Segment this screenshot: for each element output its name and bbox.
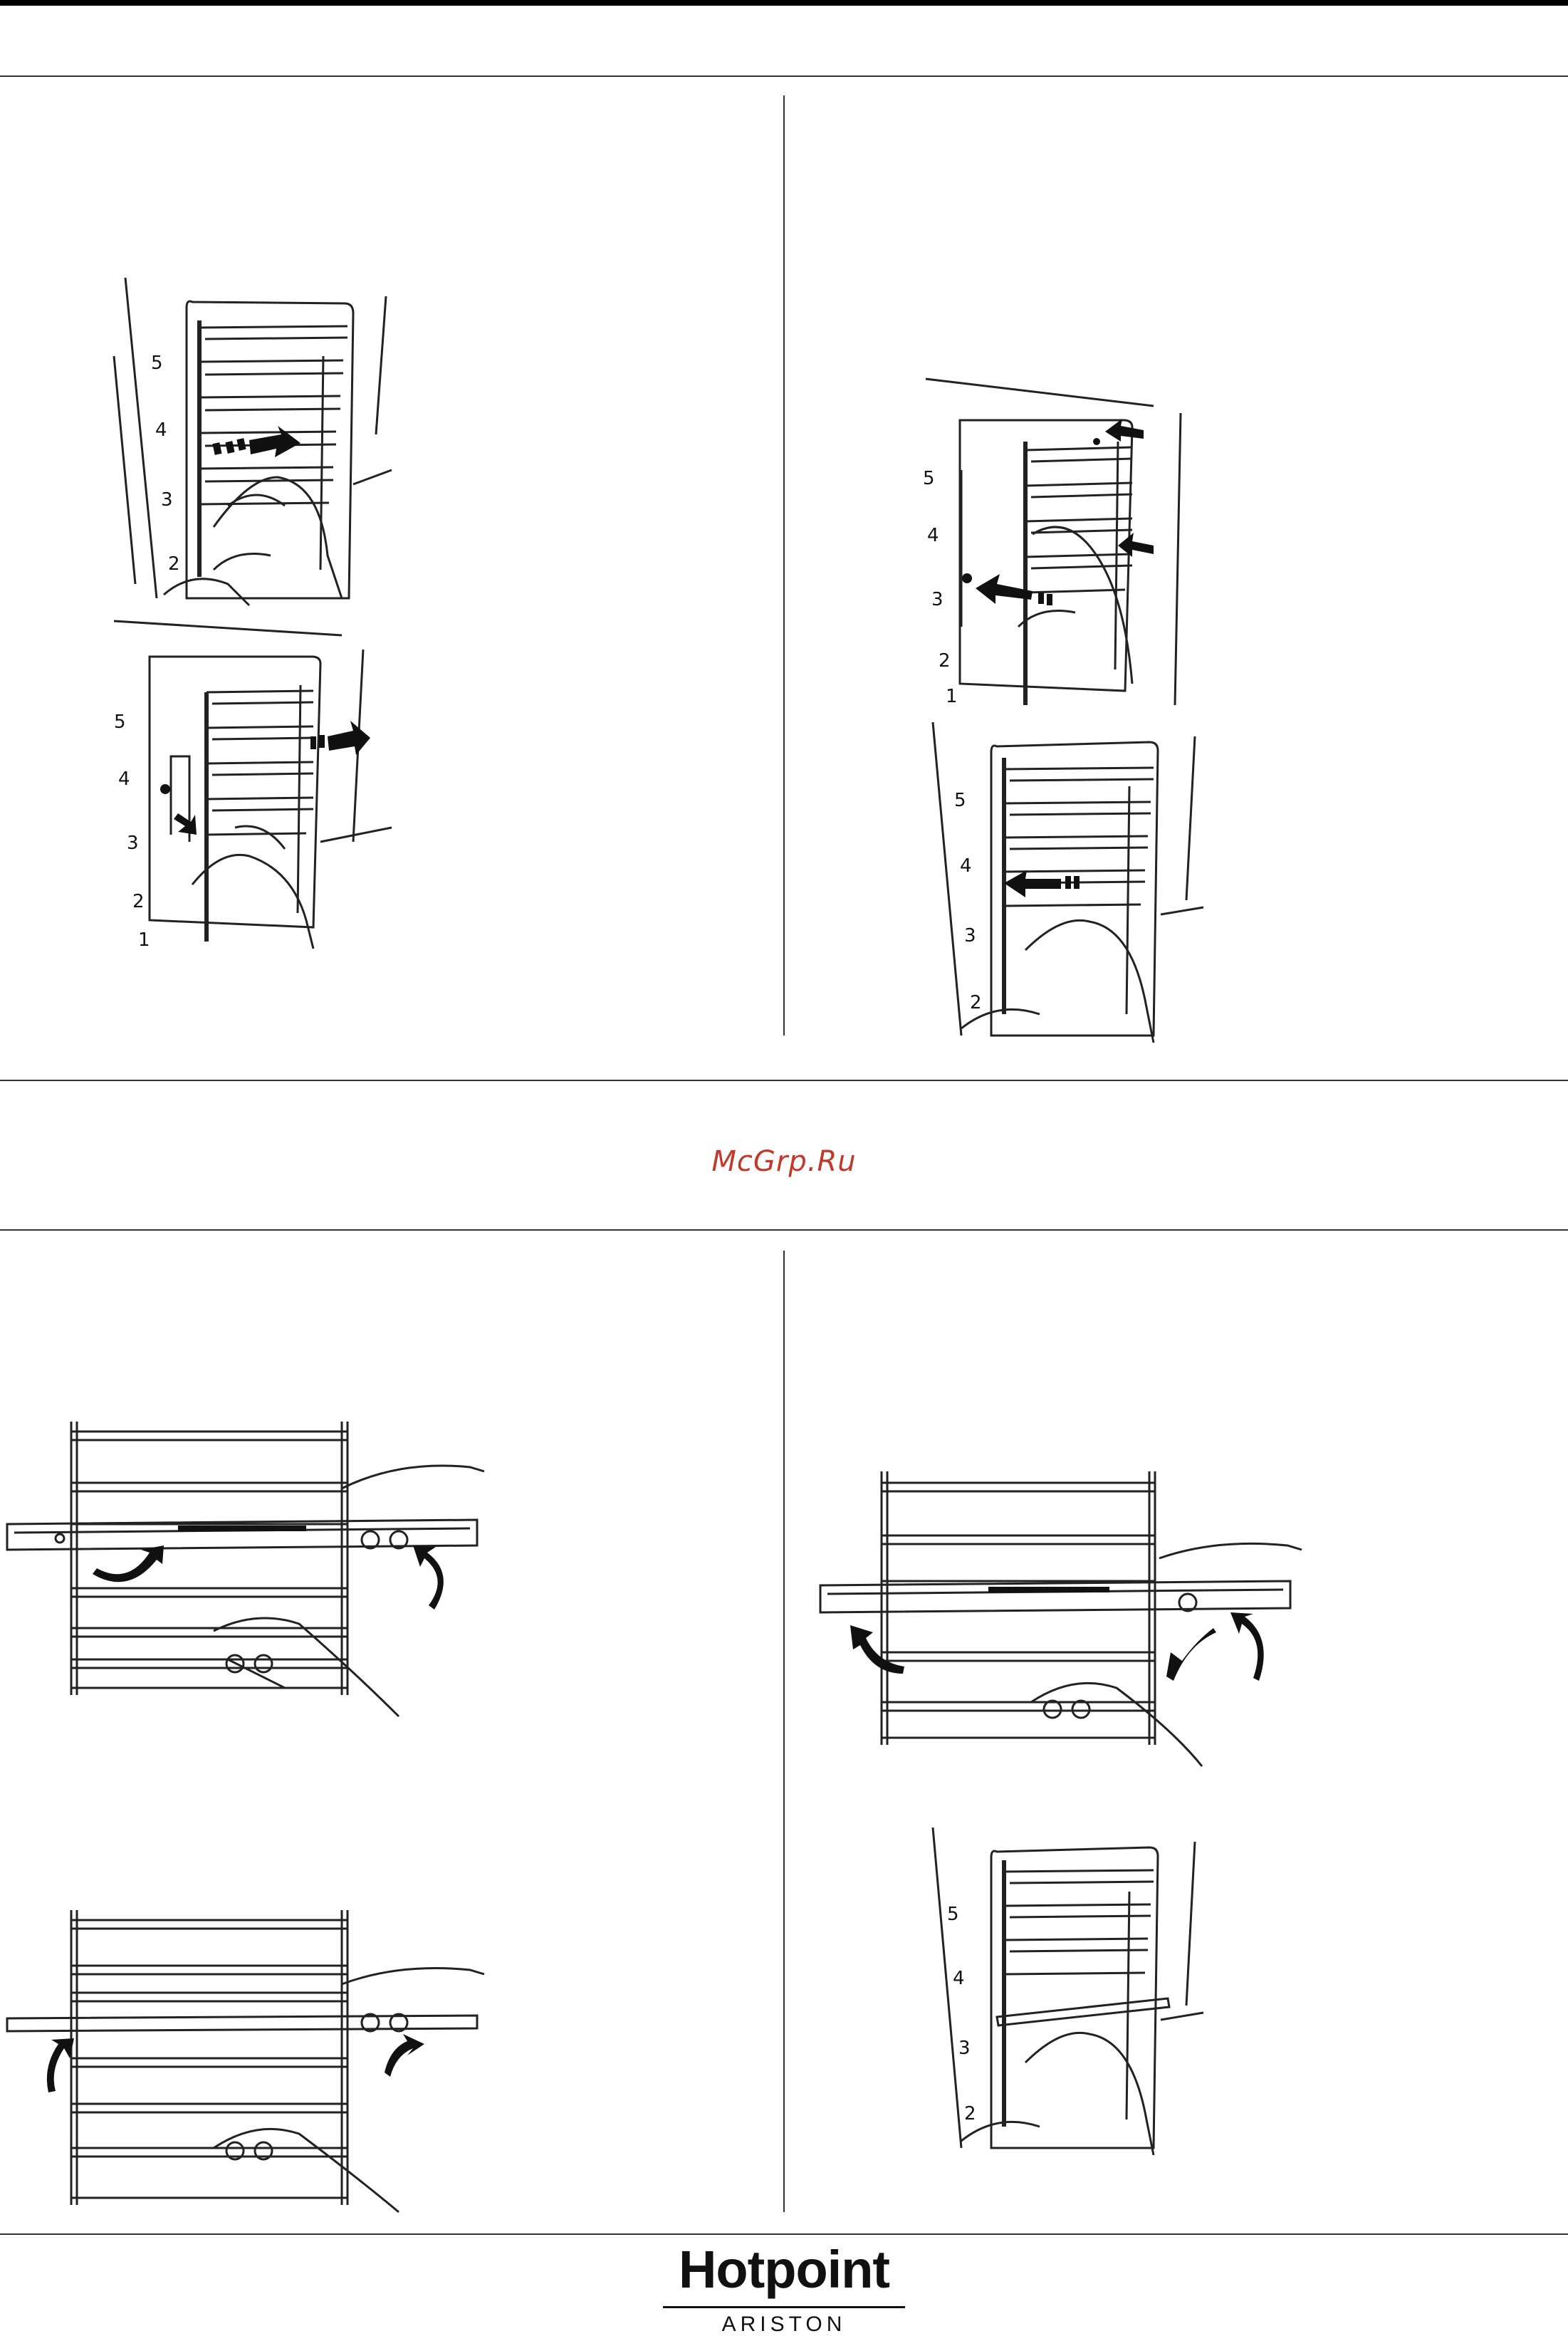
level-label-2: 2 — [964, 2103, 976, 2124]
figure-runner-removal-step-1 — [817, 1467, 1309, 1766]
top-column-divider — [783, 95, 785, 1036]
level-label-4: 4 — [927, 525, 939, 546]
level-label-5: 5 — [954, 790, 966, 811]
level-label-3: 3 — [931, 589, 944, 610]
logo-underline — [663, 2306, 905, 2308]
level-label-4: 4 — [953, 1968, 965, 1989]
level-label-5: 5 — [947, 1904, 959, 1925]
level-label-4: 4 — [155, 419, 167, 441]
level-label-3: 3 — [161, 489, 173, 511]
footer-rule — [0, 2233, 1568, 2235]
bottom-column-divider — [783, 1251, 785, 2212]
brand-logo: Hotpoint ARISTON — [0, 2243, 1568, 2335]
level-label-3: 3 — [127, 833, 139, 854]
top-border-bar — [0, 0, 1568, 6]
brand-name: Hotpoint — [0, 2243, 1568, 2296]
level-label-2: 2 — [168, 553, 180, 575]
level-label-3: 3 — [958, 2038, 971, 2059]
level-label-5: 5 — [923, 468, 935, 489]
section-rule-lower — [0, 1229, 1568, 1231]
level-label-1: 1 — [946, 686, 958, 707]
level-label-5: 5 — [151, 353, 163, 374]
level-label-1: 1 — [138, 929, 150, 951]
level-label-4: 4 — [960, 855, 972, 877]
level-label-2: 2 — [132, 891, 145, 912]
figure-guide-fitting-step-1: 5 4 3 2 1 — [919, 370, 1218, 712]
watermark-text: McGrp.Ru — [0, 1145, 1568, 1178]
figure-runner-fitting-step-2 — [0, 1906, 498, 2212]
figure-guide-removal-step-1: 5 4 3 2 — [107, 271, 406, 605]
level-label-4: 4 — [118, 768, 130, 790]
section-rule-upper — [0, 1080, 1568, 1081]
level-label-5: 5 — [114, 711, 126, 733]
figure-runner-fitting-step-1 — [0, 1417, 498, 1716]
level-label-2: 2 — [970, 992, 982, 1013]
figure-runner-removal-step-2: 5 4 3 2 — [919, 1820, 1218, 2155]
figure-guide-removal-step-2: 5 4 3 2 1 — [107, 614, 413, 956]
figure-guide-fitting-step-2: 5 4 3 2 — [919, 715, 1218, 1043]
level-label-3: 3 — [964, 925, 976, 947]
level-label-2: 2 — [939, 650, 951, 672]
header-rule — [0, 75, 1568, 77]
